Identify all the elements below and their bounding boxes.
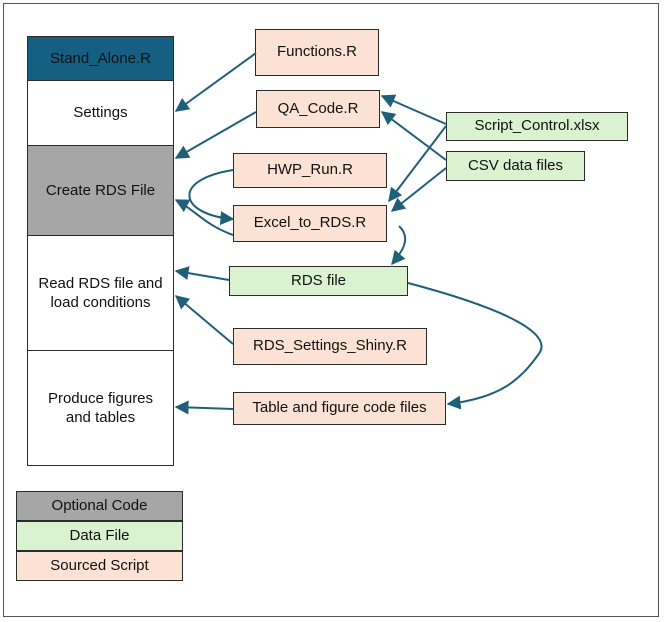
diagram-frame [3,3,659,617]
legend-data-file-label: Data File [69,526,130,544]
legend-sourced-script: Sourced Script [16,551,183,581]
rds-file-label: RDS file [290,271,346,289]
produce-label-line2: and tables [65,409,136,426]
functions-script-label: Functions.R [276,43,358,61]
settings-section: Settings [27,80,174,146]
legend-optional-code: Optional Code [16,491,183,521]
script-control-file-label: Script_Control.xlsx [474,117,600,135]
stand-alone-header: Stand_Alone.R [27,36,174,81]
script-control-file-box: Script_Control.xlsx [446,112,628,141]
rds-settings-shiny-script-label: RDS_Settings_Shiny.R [253,337,407,355]
read-rds-label-line2: load conditions [50,294,151,311]
create-rds-section-label: Create RDS File [45,181,156,199]
rds-settings-shiny-script-box: RDS_Settings_Shiny.R [233,328,427,365]
settings-section-label: Settings [73,104,128,122]
hwp-run-script-box: HWP_Run.R [233,153,387,188]
create-rds-section: Create RDS File [27,145,174,236]
qa-code-script-box: QA_Code.R [256,90,380,128]
legend-sourced-script-label: Sourced Script [50,556,149,574]
table-figure-code-box: Table and figure code files [233,392,446,425]
hwp-run-script-label: HWP_Run.R [267,161,353,179]
read-rds-label-line1: Read RDS file and [38,274,163,292]
excel-to-rds-script-label: Excel_to_RDS.R [253,214,367,232]
excel-to-rds-script-box: Excel_to_RDS.R [233,205,387,242]
table-figure-code-label: Table and figure code files [252,399,427,417]
legend-optional-code-label: Optional Code [51,496,148,514]
produce-section: Produce figures and tables [27,350,174,466]
stand-alone-header-label: Stand_Alone.R [50,49,151,67]
qa-code-script-label: QA_Code.R [277,99,359,117]
csv-data-files-box: CSV data files [446,151,585,181]
legend-data-file: Data File [16,521,183,551]
csv-data-files-label: CSV data files [467,156,564,174]
functions-script-box: Functions.R [255,29,379,76]
produce-label-line1: Produce figures [47,389,154,407]
read-rds-section: Read RDS file and load conditions [27,235,174,351]
rds-file-box: RDS file [229,266,408,296]
